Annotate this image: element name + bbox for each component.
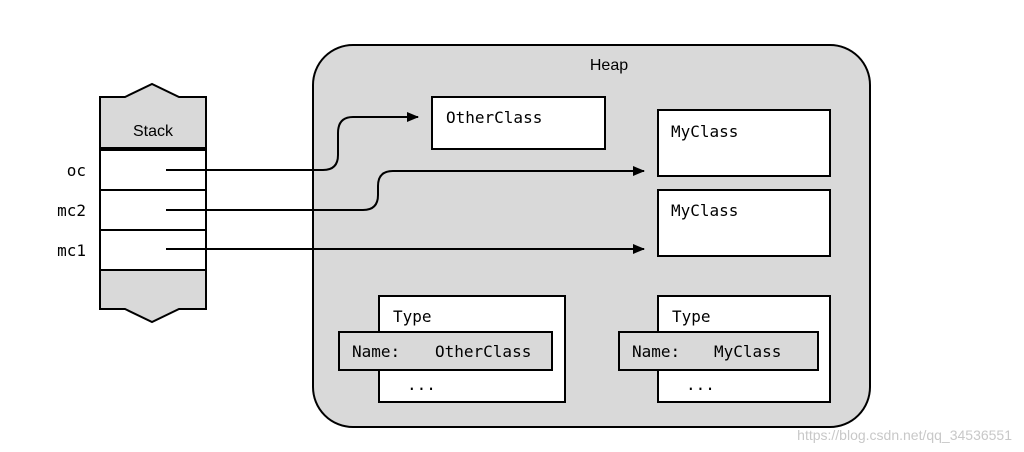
object-otherclass-label: OtherClass (446, 108, 542, 127)
object-myclass-1-label: MyClass (671, 122, 738, 141)
object-myclass-2-label: MyClass (671, 201, 738, 220)
object-myclass-2 (657, 189, 831, 257)
ref-arrow-oc (166, 112, 419, 171)
object-otherclass (431, 96, 606, 150)
type-box-otherclass-name-label: Name: (352, 342, 400, 361)
type-box-otherclass-title: Type (393, 307, 432, 326)
var-label-oc: oc (67, 161, 86, 180)
type-box-myclass-name-value: MyClass (714, 342, 781, 361)
type-box-myclass-title: Type (672, 307, 711, 326)
type-box-myclass-name-label: Name: (632, 342, 680, 361)
stack-top-cap (99, 82, 207, 149)
watermark: https://blog.csdn.net/qq_34536551 (797, 427, 1012, 443)
heap-title: Heap (590, 57, 628, 74)
type-box-otherclass-ellipsis: ... (407, 375, 436, 394)
stack-bottom-cap (99, 269, 207, 324)
type-box-otherclass-name-value: OtherClass (435, 342, 531, 361)
stack-title: Stack (133, 123, 174, 140)
type-box-otherclass-name-row (338, 331, 553, 371)
ref-arrow-mc2 (166, 166, 645, 211)
var-label-mc1: mc1 (57, 241, 86, 260)
var-label-mc2: mc2 (57, 201, 86, 220)
type-box-myclass-name-row (618, 331, 819, 371)
object-myclass-1 (657, 109, 831, 177)
type-box-myclass-ellipsis: ... (686, 375, 715, 394)
